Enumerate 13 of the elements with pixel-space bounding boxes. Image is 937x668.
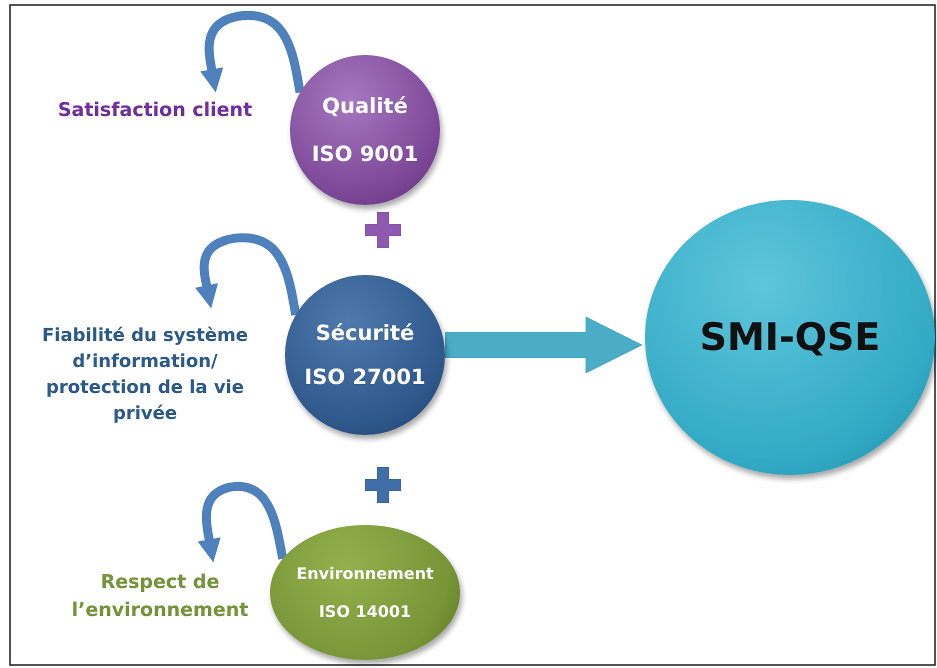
node-title: Sécurité: [316, 320, 414, 347]
node-subtitle: ISO 9001: [312, 141, 418, 168]
arrow: [198, 482, 288, 562]
side-label-text: Satisfaction client: [58, 98, 252, 124]
arrow: [200, 10, 304, 94]
node-title: Environnement: [296, 563, 434, 586]
side-label-text: Respect de l’environnement: [70, 570, 250, 623]
side-label-text: Fiabilité du système d’information/ protection de la vie privée: [41, 324, 249, 426]
node-title: Qualité: [322, 92, 408, 120]
node-subtitle: ISO 27001: [304, 364, 426, 391]
node-subtitle: ISO 14001: [318, 600, 412, 622]
arrow: [445, 316, 643, 374]
node-title: SMI-QSE: [700, 314, 880, 361]
